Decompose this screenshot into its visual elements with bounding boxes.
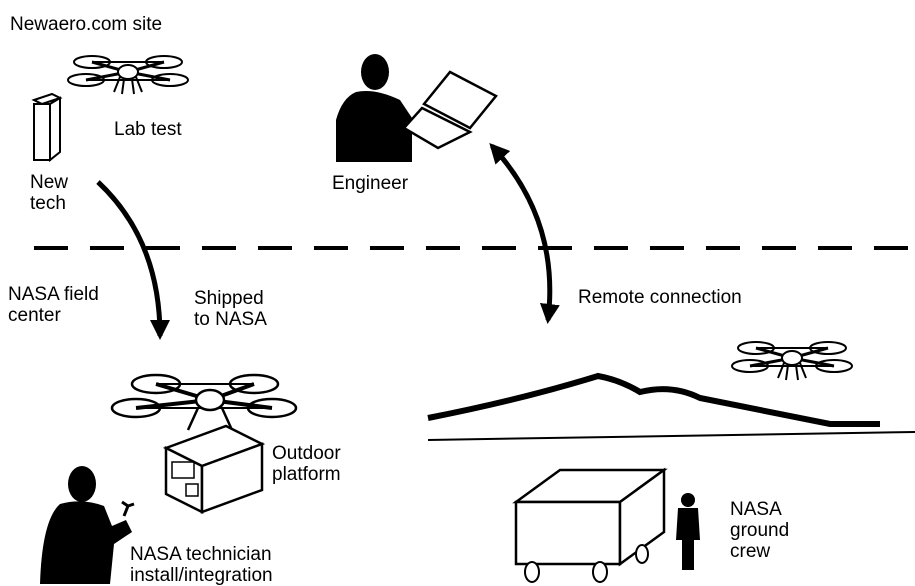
new-tech-label-line2: tech xyxy=(30,193,66,214)
outdoor-drone-icon xyxy=(110,373,298,431)
engineer-icon xyxy=(336,54,498,162)
shipped-label-line2: to NASA xyxy=(194,309,267,330)
shipped-arrow xyxy=(96,180,170,340)
new-tech-label-line1: New xyxy=(30,172,69,193)
shipping-box-icon xyxy=(162,424,266,515)
outdoor-label-line1: Outdoor xyxy=(272,443,341,464)
shipped-label-line1: Shipped xyxy=(194,288,264,309)
technician-label-line2: install/integration xyxy=(130,565,273,586)
remote-connection-arrow xyxy=(489,143,560,324)
lab-drone-icon xyxy=(66,54,190,96)
technician-label-line1: NASA technician xyxy=(130,544,272,565)
ground-crew-label-line1: NASA xyxy=(730,499,782,520)
engineer-label: Engineer xyxy=(332,173,409,194)
ground-crew-person-icon xyxy=(676,493,700,570)
remote-connection-label: Remote connection xyxy=(578,287,742,308)
new-tech-box-icon xyxy=(31,92,63,163)
nasa-field-label-line2: center xyxy=(8,305,61,326)
ground-crew-label-line3: crew xyxy=(730,541,771,562)
ground-crew-cart-icon xyxy=(512,467,668,583)
nasa-field-label-line1: NASA field xyxy=(8,284,99,305)
lab-test-label: Lab test xyxy=(114,119,182,140)
site-label: Newaero.com site xyxy=(10,14,163,35)
outdoor-label-line2: platform xyxy=(272,464,341,485)
field-drone-icon xyxy=(730,340,854,382)
terrain-icon xyxy=(427,372,915,441)
technician-icon xyxy=(40,466,135,584)
ground-crew-label-line2: ground xyxy=(730,520,790,541)
